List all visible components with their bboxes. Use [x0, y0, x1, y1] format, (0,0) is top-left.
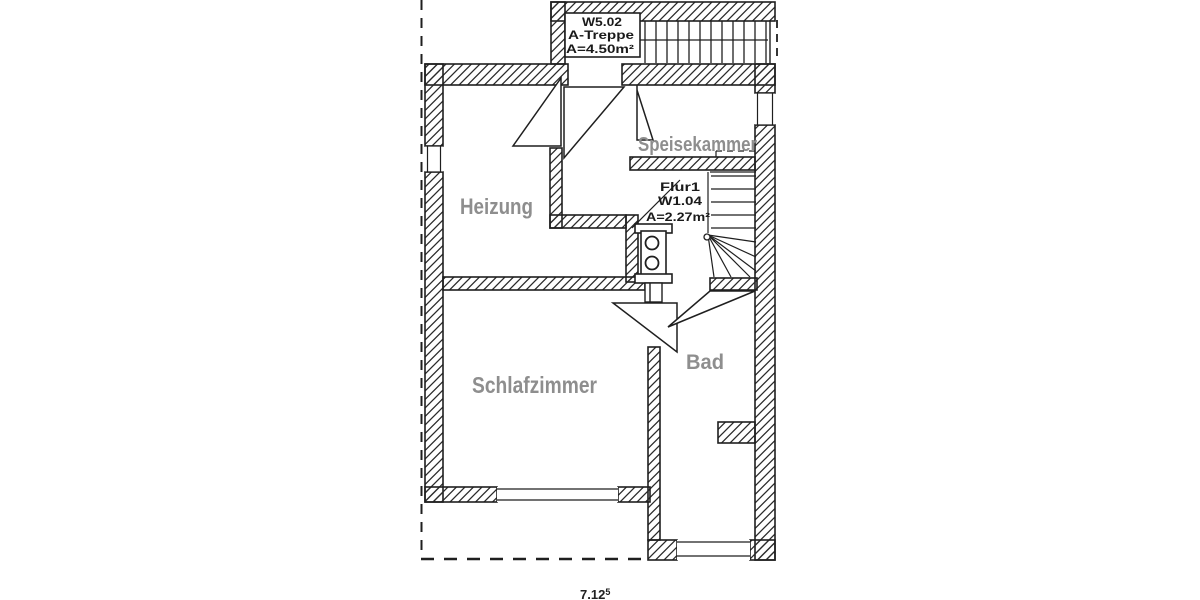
- chimney-bottom-cap: [634, 273, 673, 284]
- stairwell-unit-label: W5.02: [582, 15, 622, 29]
- wall-speisekammer-bottom: [629, 156, 756, 171]
- wall-bad-left: [647, 346, 661, 541]
- room-labels: Heizung Speisekammer Schlafzimmer Bad: [460, 134, 757, 398]
- stairwell-name-label: A-Treppe: [568, 28, 634, 42]
- wall-top-right-segment: [621, 63, 776, 86]
- wall-schlafzimmer-bottom-left: [424, 486, 498, 503]
- door-swings: [511, 75, 756, 354]
- room-label-heizung: Heizung: [460, 194, 533, 219]
- wall-schlafzimmer-bottom-right: [617, 486, 651, 503]
- door-jamb-box: [644, 282, 663, 303]
- flur-unit-label: W1.04: [658, 194, 702, 208]
- window-right-wall: [755, 92, 775, 126]
- door-leaf-schlafzimmer: [610, 302, 678, 354]
- wall-right-upper: [754, 63, 776, 94]
- wall-bad-bottom-left: [647, 539, 678, 561]
- wall-right-main: [754, 124, 776, 561]
- staircase-interior: [703, 171, 757, 278]
- chimney-flue-bottom: [644, 255, 660, 271]
- chimney-flue-top: [644, 235, 660, 251]
- wall-heizung-bottom-horizontal: [549, 214, 627, 229]
- wall-right-notch: [717, 421, 756, 444]
- wall-bad-bottom-right: [749, 539, 776, 561]
- windows: [425, 92, 775, 560]
- niche-dashed-marking: [715, 150, 755, 157]
- stair-top-treads: [644, 21, 767, 63]
- hatched-walls: [424, 1, 776, 561]
- room-label-schlafzimmer: Schlafzimmer: [472, 372, 597, 398]
- dimension-bottom: 7.125: [580, 587, 610, 600]
- window-schlafzimmer-bottom: [497, 487, 618, 502]
- window-bad-bottom: [677, 540, 750, 560]
- flur-name-label: Flur1: [660, 180, 700, 194]
- stairwell-annotation-box: W5.02 A-Treppe A=4.50m²: [564, 12, 641, 58]
- door-leaf-entry: [563, 86, 626, 161]
- wall-stairbox-left: [550, 1, 566, 65]
- wall-stair-bottom: [709, 277, 758, 291]
- room-label-bad: Bad: [686, 351, 724, 374]
- door-leaf-bad: [667, 290, 756, 328]
- wall-left-lower: [424, 171, 444, 503]
- door-leaf-heizung: [511, 75, 562, 147]
- wall-schlafzimmer-top: [442, 276, 646, 291]
- room-label-speisekammer: Speisekammer: [638, 134, 757, 156]
- stair-interior-winders: [707, 234, 757, 278]
- flur-area-label: A=2.27m²: [646, 210, 710, 224]
- staircase-top: [637, 21, 771, 64]
- stair-pivot-point: [703, 233, 711, 241]
- flur-annotation: Flur1 W1.04 A=2.27m²: [646, 180, 710, 224]
- flur-leader-line: [631, 179, 681, 229]
- stairwell-area-label: A=4.50m²: [566, 42, 634, 56]
- door-leaf-speisekammer: [636, 89, 655, 141]
- stair-interior-treads: [711, 175, 756, 229]
- window-left-wall: [425, 145, 443, 173]
- chimney-symbol: [634, 223, 673, 284]
- wall-left-upper: [424, 63, 444, 147]
- boundary-dashed-lines: [420, 0, 778, 561]
- wall-top-left-segment: [424, 63, 569, 86]
